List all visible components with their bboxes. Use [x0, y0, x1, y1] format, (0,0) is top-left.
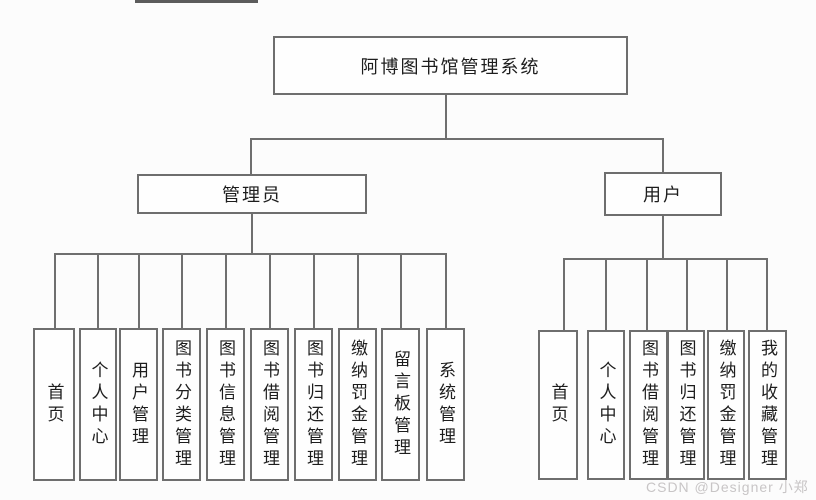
- connector-admin-child-9: [400, 253, 402, 328]
- leaf-user-book-return-mgmt: 图书归还管理: [667, 330, 705, 480]
- connector-user-child-5: [726, 258, 728, 330]
- leaf-admin-message-board-mgmt: 留言板管理: [381, 328, 420, 481]
- leaf-label: 首页: [548, 383, 568, 427]
- connector-user-stem: [662, 216, 664, 258]
- node-admin-label: 管理员: [222, 185, 282, 205]
- leaf-label: 留言板管理: [391, 349, 410, 460]
- leaf-user-book-borrow-mgmt: 图书借阅管理: [629, 330, 668, 480]
- leaf-label: 用户管理: [129, 360, 148, 449]
- connector-admin-child-6: [269, 253, 271, 328]
- leaf-label: 图书归还管理: [304, 338, 323, 471]
- leaf-user-personal-center: 个人中心: [587, 330, 625, 480]
- leaf-admin-system-mgmt: 系统管理: [426, 328, 465, 481]
- leaf-label: 图书借阅管理: [639, 339, 658, 471]
- leaf-label: 个人中心: [596, 361, 616, 449]
- cropped-top-line: [135, 0, 258, 3]
- node-user-label: 用户: [643, 185, 683, 205]
- node-root: 阿博图书馆管理系统: [273, 36, 628, 95]
- connector-user-child-3: [646, 258, 648, 330]
- leaf-user-fine-payment-mgmt: 缴纳罚金管理: [707, 330, 745, 480]
- connector-admin-child-1: [54, 253, 56, 328]
- leaf-label: 首页: [44, 382, 64, 427]
- leaf-label: 我的收藏管理: [758, 339, 777, 471]
- leaf-user-home: 首页: [538, 330, 578, 480]
- connector-user-child-1: [563, 258, 565, 330]
- leaf-label: 系统管理: [436, 360, 455, 449]
- leaf-admin-book-category-mgmt: 图书分类管理: [162, 328, 201, 481]
- connector-admin-child-10: [445, 253, 447, 328]
- leaf-user-my-favorites-mgmt: 我的收藏管理: [748, 330, 787, 480]
- leaf-admin-book-return-mgmt: 图书归还管理: [294, 328, 333, 481]
- leaf-label: 图书借阅管理: [260, 338, 279, 471]
- leaf-admin-fine-payment-mgmt: 缴纳罚金管理: [338, 328, 377, 481]
- connector-user-child-6: [766, 258, 768, 330]
- connector-user-child-2: [605, 258, 607, 330]
- leaf-label: 图书分类管理: [172, 338, 191, 471]
- watermark-text: CSDN @Designer 小郑: [646, 479, 809, 495]
- leaf-label: 缴纳罚金管理: [348, 338, 367, 471]
- connector-root-stem: [445, 95, 447, 138]
- connector-admin-child-2: [97, 253, 99, 328]
- connector-admin-drop: [250, 138, 252, 174]
- leaf-admin-user-mgmt: 用户管理: [119, 328, 158, 481]
- leaf-label: 缴纳罚金管理: [716, 339, 736, 471]
- leaf-admin-home: 首页: [33, 328, 75, 481]
- leaf-admin-book-info-mgmt: 图书信息管理: [206, 328, 245, 481]
- connector-user-child-4: [686, 258, 688, 330]
- node-admin: 管理员: [137, 174, 367, 214]
- connector-admin-child-5: [225, 253, 227, 328]
- node-root-label: 阿博图书馆管理系统: [360, 56, 541, 77]
- leaf-label: 图书信息管理: [216, 338, 235, 471]
- leaf-label: 图书归还管理: [676, 339, 696, 471]
- connector-admin-child-3: [138, 253, 140, 328]
- connector-admin-child-7: [313, 253, 315, 328]
- connector-admin-bus: [54, 253, 447, 255]
- leaf-admin-personal-center: 个人中心: [79, 328, 117, 481]
- connector-user-drop: [662, 138, 664, 172]
- leaf-label: 个人中心: [88, 360, 108, 449]
- connector-admin-child-8: [357, 253, 359, 328]
- node-user: 用户: [604, 172, 722, 216]
- connector-admin-child-4: [181, 253, 183, 328]
- connector-user-bus: [563, 258, 768, 260]
- connector-root-bus: [250, 138, 664, 140]
- connector-admin-stem: [251, 214, 253, 253]
- leaf-admin-book-borrow-mgmt: 图书借阅管理: [250, 328, 289, 481]
